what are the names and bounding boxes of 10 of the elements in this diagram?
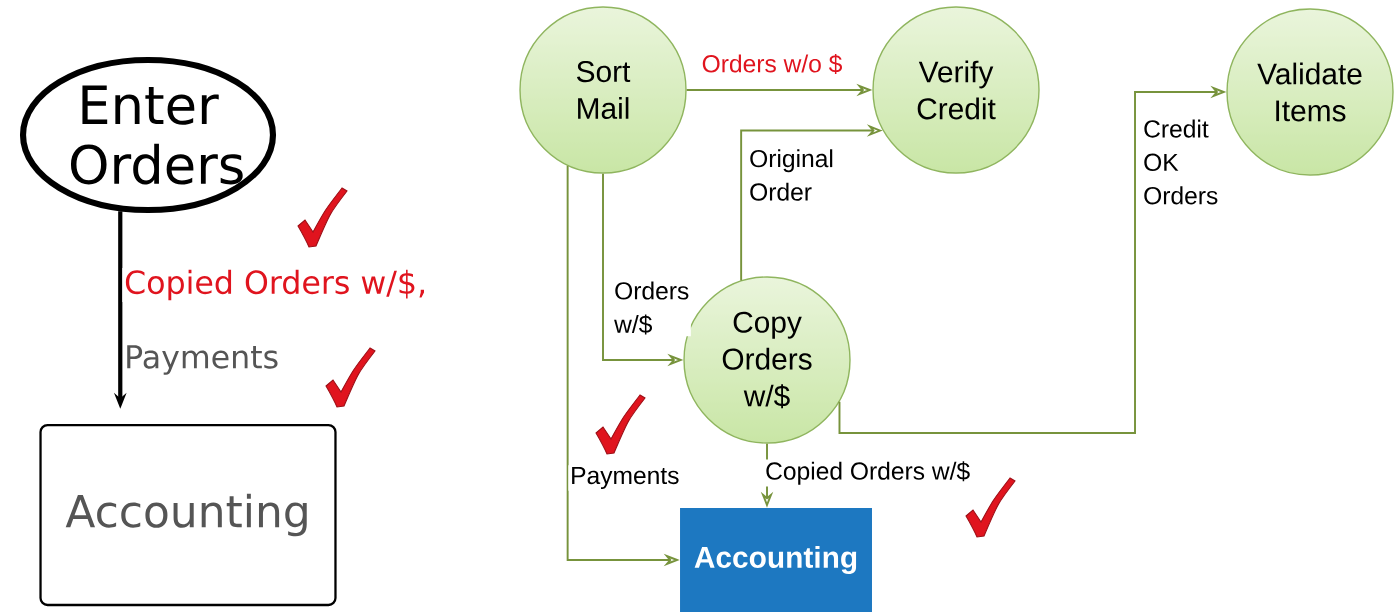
note-label: Payments	[127, 345, 278, 375]
edge-label: Copied Orders w/$	[763, 459, 972, 487]
edge-label: Original Order	[747, 147, 846, 203]
edge-label: Orders w/o $	[699, 52, 845, 76]
edge-label: Payments	[568, 465, 682, 491]
entity-box: Accounting	[680, 508, 872, 612]
edge-label: Orders w/$	[612, 279, 691, 337]
entity-box: Accounting	[39, 423, 337, 607]
edge-label: Credit OK Orders	[1141, 117, 1220, 207]
edge-label: Copied Orders w/$,	[122, 267, 429, 303]
